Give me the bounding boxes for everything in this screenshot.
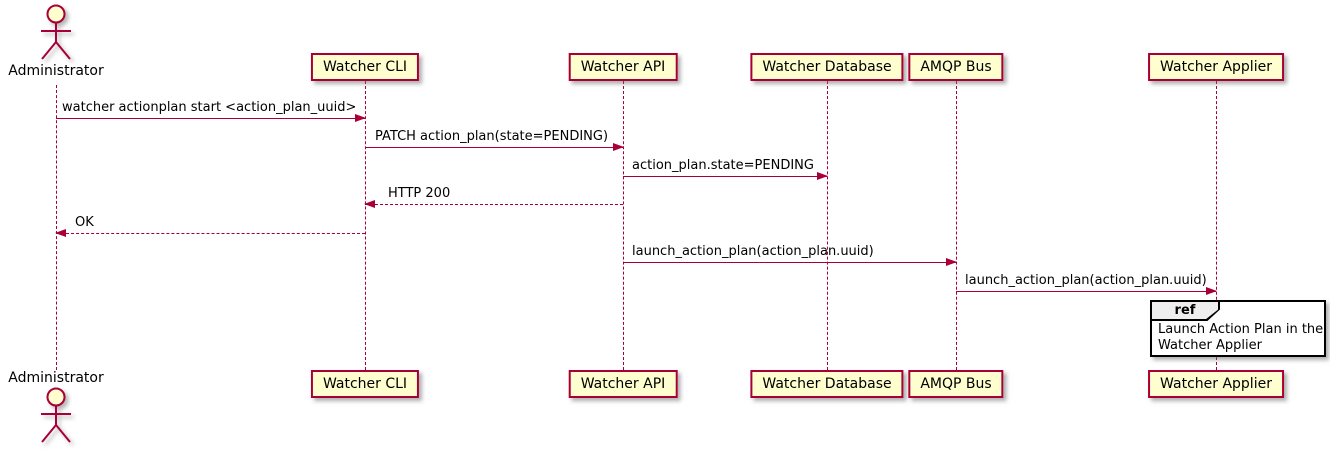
- arrowhead-right-icon: [1206, 287, 1217, 295]
- message-line: [365, 147, 623, 148]
- ref-tab-label: ref: [1152, 302, 1218, 319]
- message-label: launch_action_plan(action_plan.uuid): [965, 273, 1207, 288]
- lifeline-administrator: [56, 85, 57, 370]
- actor-figure-icon: [41, 4, 71, 60]
- message-label: HTTP 200: [388, 186, 451, 201]
- actor-label-top: Administrator: [8, 63, 104, 79]
- message-line: [623, 176, 827, 177]
- lifeline-watcher-api: [623, 81, 624, 370]
- lifeline-watcher-cli: [365, 81, 366, 370]
- actor-figure-icon: [41, 387, 71, 443]
- participant-amqp-bus-bottom: AMQP Bus: [908, 370, 1004, 398]
- arrowhead-left-icon: [364, 200, 375, 208]
- message-line: [623, 262, 956, 263]
- ref-fragment: ref Launch Action Plan in the Watcher Ap…: [1150, 300, 1326, 357]
- message-label: OK: [75, 215, 94, 230]
- participant-watcher-database-top: Watcher Database: [750, 53, 904, 81]
- message-line: [365, 204, 623, 205]
- message-line: [56, 233, 365, 234]
- participant-amqp-bus-top: AMQP Bus: [908, 53, 1004, 81]
- arrowhead-right-icon: [613, 143, 624, 151]
- message-label: watcher actionplan start <action_plan_uu…: [62, 100, 357, 115]
- lifeline-watcher-database: [827, 81, 828, 370]
- message-line: [56, 118, 365, 119]
- message-label: launch_action_plan(action_plan.uuid): [632, 244, 874, 259]
- participant-watcher-applier-top: Watcher Applier: [1148, 53, 1284, 81]
- lifeline-amqp-bus: [956, 81, 957, 370]
- ref-body-line2: Watcher Applier: [1158, 338, 1262, 353]
- participant-watcher-applier-bottom: Watcher Applier: [1148, 370, 1284, 398]
- message-line: [956, 291, 1216, 292]
- message-label: PATCH action_plan(state=PENDING): [375, 129, 609, 144]
- actor-label-bottom: Administrator: [8, 370, 104, 386]
- ref-body-line1: Launch Action Plan in the: [1158, 322, 1324, 337]
- message-label: action_plan.state=PENDING: [632, 158, 814, 173]
- participant-watcher-cli-bottom: Watcher CLI: [310, 370, 420, 398]
- lifeline-watcher-applier: [1216, 81, 1217, 370]
- participant-watcher-cli-top: Watcher CLI: [310, 53, 420, 81]
- arrowhead-left-icon: [55, 229, 66, 237]
- participant-watcher-api-bottom: Watcher API: [568, 370, 678, 398]
- arrowhead-right-icon: [355, 114, 366, 122]
- participant-watcher-database-bottom: Watcher Database: [750, 370, 904, 398]
- ref-body-text: Launch Action Plan in the Watcher Applie…: [1158, 322, 1323, 354]
- arrowhead-right-icon: [817, 172, 828, 180]
- arrowhead-right-icon: [946, 258, 957, 266]
- participant-watcher-api-top: Watcher API: [568, 53, 678, 81]
